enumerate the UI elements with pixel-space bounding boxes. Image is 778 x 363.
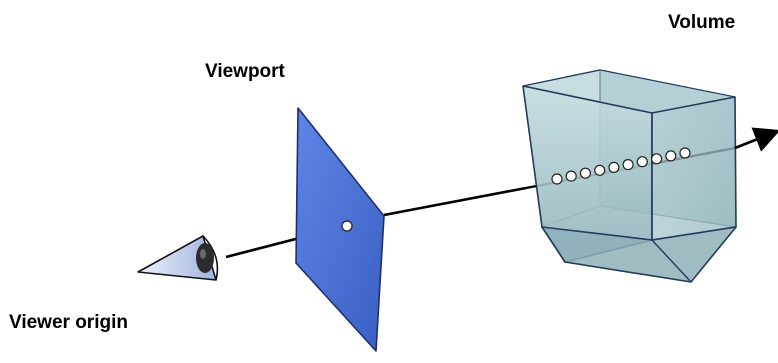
sample-point (551, 173, 563, 185)
volume-label: Volume (668, 12, 736, 33)
sample-point (579, 167, 592, 179)
viewport-label: Viewport (205, 61, 285, 82)
viewport-plane (295, 107, 385, 352)
sample-point (636, 156, 648, 168)
viewport-sample-point (341, 220, 353, 232)
viewer-origin-label: Viewer origin (9, 312, 128, 333)
sample-point (665, 150, 677, 162)
sample-points-group (551, 147, 691, 185)
eye-icon (137, 235, 219, 281)
ray-exit-arrow (734, 127, 778, 152)
sample-point (594, 164, 606, 176)
sample-point (608, 161, 620, 173)
ray-segment-middle (383, 186, 527, 217)
sample-point (650, 153, 663, 165)
sample-point (622, 159, 634, 171)
sample-point (679, 147, 691, 159)
sample-point (565, 170, 577, 182)
